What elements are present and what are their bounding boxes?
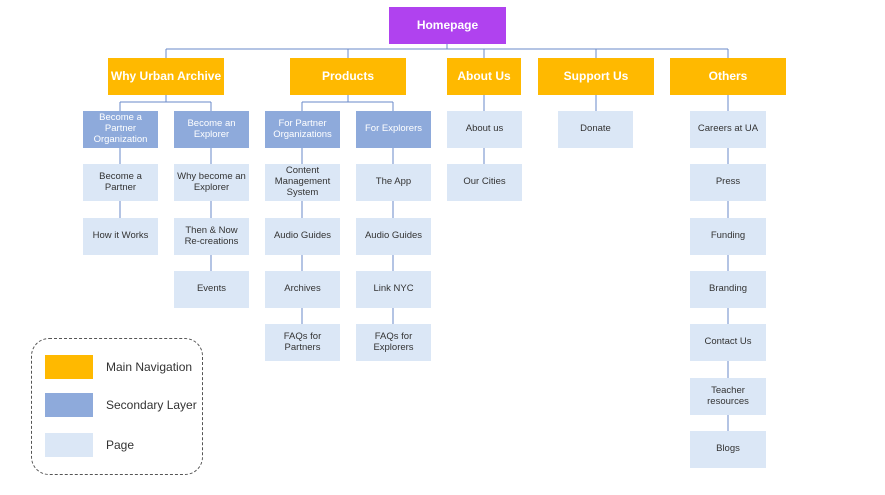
page-funding: Funding xyxy=(690,218,766,255)
page-why-become-an-explorer: Why become an Explorer xyxy=(174,164,249,201)
main-nav-about-us: About Us xyxy=(447,58,521,95)
legend-label-main-navigation: Main Navigation xyxy=(106,360,193,374)
main-nav-products: Products xyxy=(290,58,406,95)
page-faqs-for-explorers: FAQs for Explorers xyxy=(356,324,431,361)
page-the-app: The App xyxy=(356,164,431,201)
legend-swatch-page xyxy=(45,433,93,457)
page-become-a-partner: Become a Partner xyxy=(83,164,158,201)
page-donate: Donate xyxy=(558,111,633,148)
page-press: Press xyxy=(690,164,766,201)
main-nav-support-us: Support Us xyxy=(538,58,654,95)
legend: Main Navigation Secondary Layer Page xyxy=(31,338,203,475)
page-audio-guides-explorers: Audio Guides xyxy=(356,218,431,255)
page-then-and-now-recreations: Then & Now Re-creations xyxy=(174,218,249,255)
homepage-node: Homepage xyxy=(389,7,506,44)
main-nav-others: Others xyxy=(670,58,786,95)
legend-swatch-secondary-layer xyxy=(45,393,93,417)
page-careers-at-ua: Careers at UA xyxy=(690,111,766,148)
page-archives: Archives xyxy=(265,271,340,308)
legend-label-secondary-layer: Secondary Layer xyxy=(106,398,197,412)
legend-label-page: Page xyxy=(106,438,135,452)
page-link-nyc: Link NYC xyxy=(356,271,431,308)
legend-swatch-main-navigation xyxy=(45,355,93,379)
page-how-it-works: How it Works xyxy=(83,218,158,255)
page-faqs-for-partners: FAQs for Partners xyxy=(265,324,340,361)
page-contact-us: Contact Us xyxy=(690,324,766,361)
main-nav-why-urban-archive: Why Urban Archive xyxy=(108,58,224,95)
page-our-cities: Our Cities xyxy=(447,164,522,201)
page-content-management-system: Content Management System xyxy=(265,164,340,201)
secondary-become-an-explorer: Become an Explorer xyxy=(174,111,249,148)
page-branding: Branding xyxy=(690,271,766,308)
page-about-us: About us xyxy=(447,111,522,148)
page-audio-guides-partners: Audio Guides xyxy=(265,218,340,255)
secondary-become-partner-organization: Become a Partner Organization xyxy=(83,111,158,148)
page-blogs: Blogs xyxy=(690,431,766,468)
page-teacher-resources: Teacher resources xyxy=(690,378,766,415)
page-events: Events xyxy=(174,271,249,308)
secondary-for-partner-organizations: For Partner Organizations xyxy=(265,111,340,148)
secondary-for-explorers: For Explorers xyxy=(356,111,431,148)
